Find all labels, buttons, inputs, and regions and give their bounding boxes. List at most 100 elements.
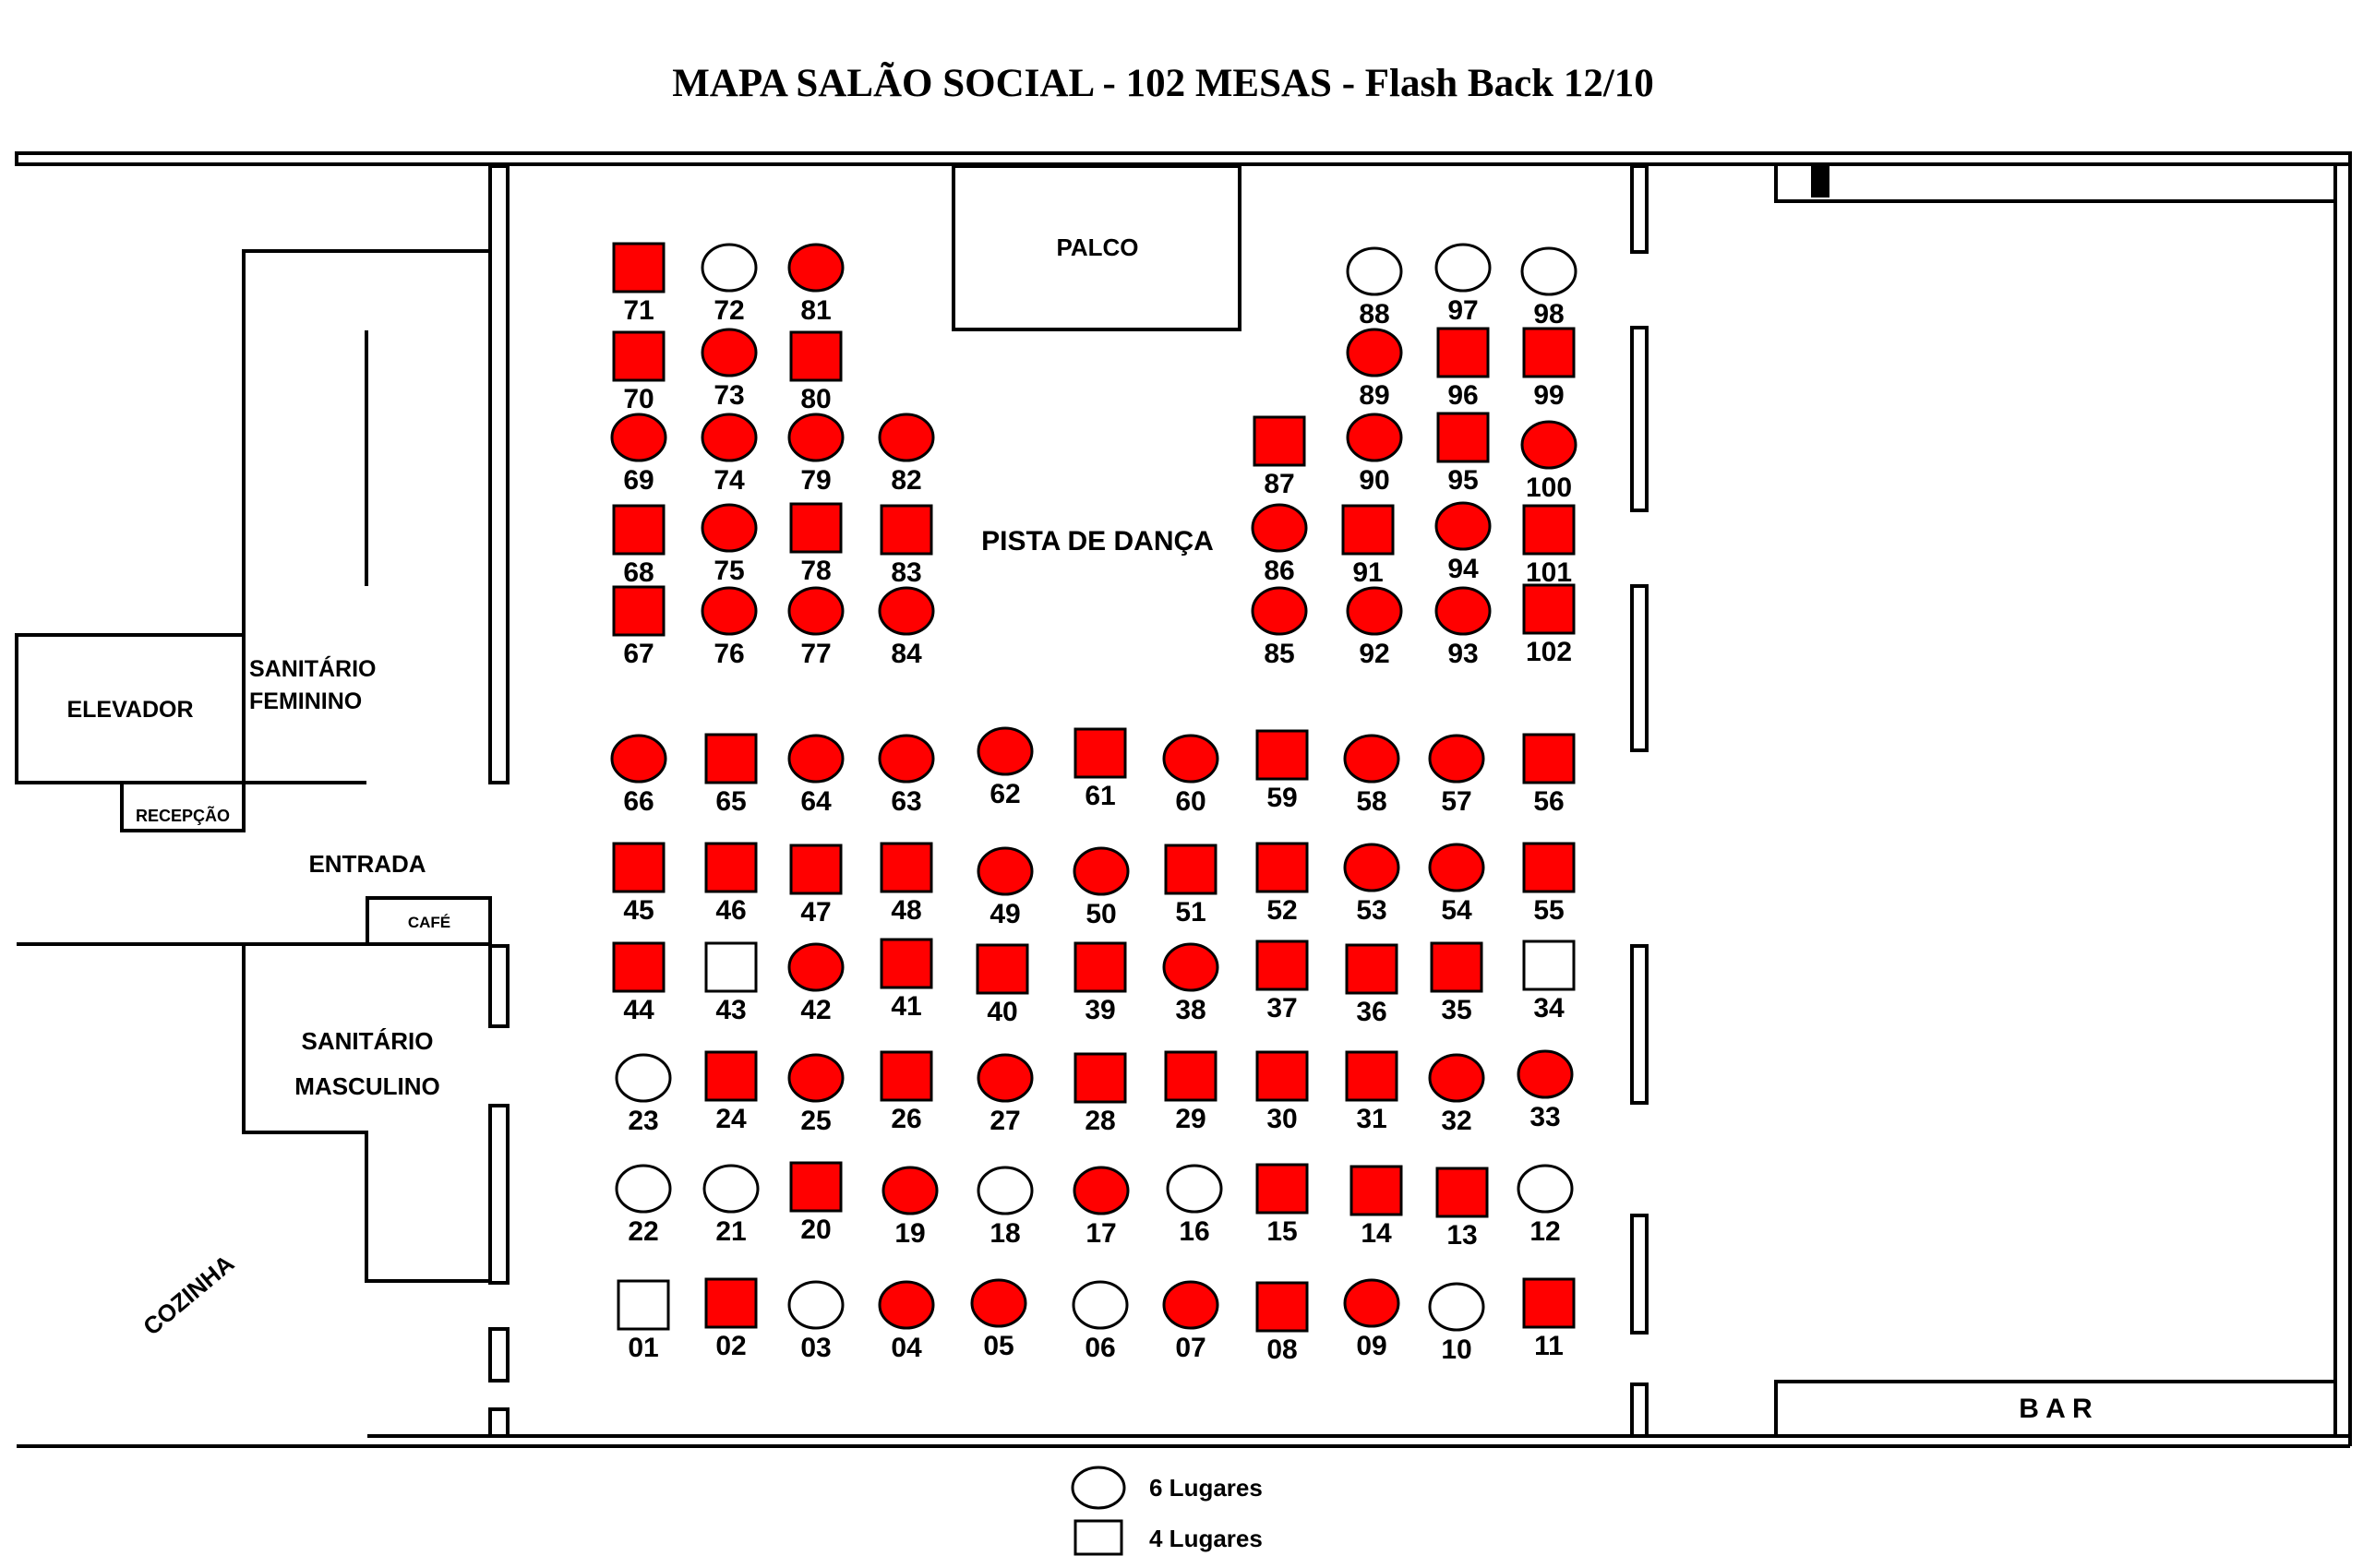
table-07: 07 <box>1162 1280 1219 1363</box>
table-square-icon <box>1345 943 1398 995</box>
table-number: 27 <box>990 1106 1020 1136</box>
table-circle-icon <box>1346 586 1403 636</box>
table-30: 30 <box>1255 1050 1309 1134</box>
legend-square-label: 4 Lugares <box>1149 1525 1263 1552</box>
table-number: 82 <box>891 465 921 496</box>
table-square-icon <box>1255 940 1309 991</box>
table-number: 16 <box>1179 1216 1209 1247</box>
table-number: 63 <box>891 786 921 817</box>
table-34: 34 <box>1522 940 1576 1023</box>
table-square-icon <box>1164 844 1217 895</box>
table-01: 01 <box>617 1279 670 1363</box>
table-45: 45 <box>612 842 666 926</box>
table-circle-icon <box>977 1053 1034 1103</box>
stage-box <box>952 164 1241 331</box>
table-square-icon <box>1522 583 1576 635</box>
table-circle-icon <box>701 503 758 553</box>
table-number: 45 <box>623 895 654 926</box>
table-63: 63 <box>878 734 935 817</box>
table-41: 41 <box>880 938 933 1022</box>
table-number: 41 <box>891 991 921 1022</box>
table-square-icon <box>1341 504 1395 556</box>
table-88: 88 <box>1346 246 1403 329</box>
table-number: 74 <box>714 465 745 496</box>
table-number: 57 <box>1441 786 1471 817</box>
table-square-icon <box>1255 729 1309 781</box>
table-number: 60 <box>1175 786 1205 817</box>
left-partition-2 <box>488 1104 510 1285</box>
table-number: 47 <box>800 897 831 928</box>
table-number: 70 <box>623 384 654 414</box>
table-number: 95 <box>1447 465 1478 496</box>
table-number: 64 <box>800 786 832 817</box>
table-square-icon <box>1255 1281 1309 1333</box>
table-circle-icon <box>787 1053 845 1103</box>
table-99: 99 <box>1522 327 1576 411</box>
table-number: 48 <box>891 895 921 926</box>
table-66: 66 <box>610 734 667 817</box>
right-partition-6 <box>1630 1382 1649 1438</box>
table-number: 94 <box>1447 554 1479 584</box>
table-number: 68 <box>623 557 654 588</box>
table-43: 43 <box>704 941 758 1025</box>
table-70: 70 <box>612 330 666 414</box>
table-number: 53 <box>1356 895 1386 926</box>
table-86: 86 <box>1251 503 1308 586</box>
table-61: 61 <box>1074 727 1127 811</box>
table-number: 101 <box>1526 557 1572 588</box>
cafe-label: CAFÉ <box>408 914 450 931</box>
table-25: 25 <box>787 1053 845 1136</box>
table-square-icon <box>880 1050 933 1102</box>
table-93: 93 <box>1434 586 1492 669</box>
table-96: 96 <box>1436 327 1490 411</box>
table-circle-icon <box>787 1280 845 1330</box>
table-80: 80 <box>789 330 843 414</box>
table-number: 97 <box>1447 295 1478 326</box>
table-square-icon <box>1349 1165 1403 1216</box>
right-partition-4 <box>1630 944 1649 1105</box>
table-number: 08 <box>1266 1335 1297 1365</box>
table-74: 74 <box>701 413 758 496</box>
table-square-icon <box>789 502 843 554</box>
table-circle-icon <box>1346 246 1403 296</box>
table-85: 85 <box>1251 586 1308 669</box>
table-square-icon <box>1522 842 1576 893</box>
table-square-icon <box>1074 727 1127 779</box>
table-square-icon <box>1255 1050 1309 1102</box>
table-circle-icon <box>787 734 845 784</box>
table-number: 93 <box>1447 639 1478 669</box>
entrance-label: ENTRADA <box>308 850 426 878</box>
table-number: 21 <box>715 1216 746 1247</box>
table-circle-icon <box>1343 734 1400 784</box>
table-square-icon <box>612 242 666 293</box>
top-right-box <box>1774 162 2337 203</box>
table-number: 61 <box>1085 781 1115 811</box>
table-circle-icon <box>615 1053 672 1103</box>
table-05: 05 <box>970 1278 1027 1361</box>
table-square-icon <box>1074 941 1127 993</box>
table-number: 51 <box>1175 897 1205 928</box>
table-square-icon <box>612 504 666 556</box>
table-89: 89 <box>1346 328 1403 411</box>
table-42: 42 <box>787 942 845 1025</box>
table-number: 98 <box>1533 299 1564 329</box>
table-circle-icon <box>610 734 667 784</box>
left-partition-upper <box>488 164 510 784</box>
table-46: 46 <box>704 842 758 926</box>
table-83: 83 <box>880 504 933 588</box>
table-87: 87 <box>1253 415 1306 499</box>
table-circle-icon <box>1343 843 1400 892</box>
table-square-icon <box>789 844 843 895</box>
table-circle-icon <box>977 846 1034 896</box>
table-number: 75 <box>714 556 744 586</box>
table-square-icon <box>612 842 666 893</box>
table-number: 38 <box>1175 995 1205 1025</box>
table-39: 39 <box>1074 941 1127 1025</box>
table-number: 15 <box>1266 1216 1297 1247</box>
bar-counter <box>1774 1380 2337 1438</box>
mens-room-label-2: MASCULINO <box>294 1072 439 1100</box>
table-circle-icon <box>878 586 935 636</box>
table-square-icon <box>1074 1052 1127 1104</box>
